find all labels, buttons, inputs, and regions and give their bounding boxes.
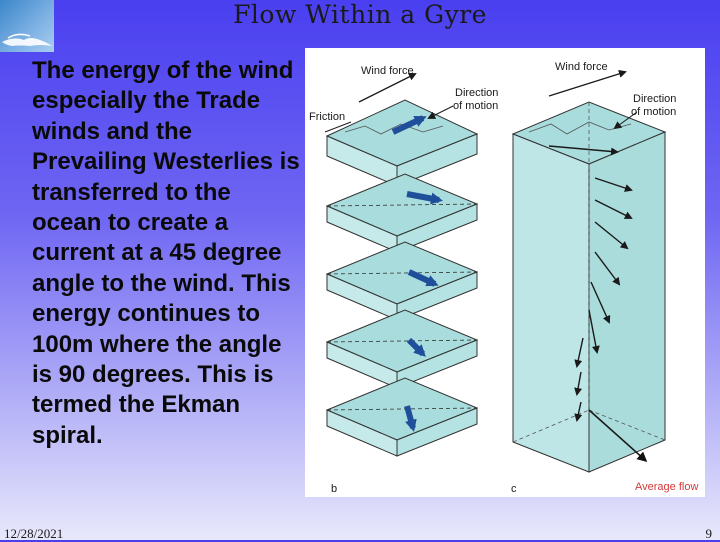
- page-number: 9: [705, 526, 713, 541]
- wind-force-arrow-b: [358, 73, 417, 103]
- water-column: [511, 101, 667, 473]
- wind-force-label-c: Wind force: [555, 61, 608, 73]
- direction-label-b-1: Direction: [455, 87, 498, 99]
- current-arrow-layer-4: [406, 337, 426, 357]
- direction-pointer-b: [427, 105, 454, 119]
- current-arrow-layer-3: [407, 269, 439, 287]
- body-text: The energy of the wind especially the Tr…: [32, 57, 300, 449]
- direction-label-c-2: of motion: [631, 106, 676, 118]
- spiral-arrow-7: [588, 309, 600, 354]
- spiral-arrow-5: [594, 251, 621, 286]
- bird-logo-icon: [2, 33, 52, 46]
- wind-force-arrow-c: [548, 69, 627, 97]
- panel-letter-b: b: [331, 483, 337, 495]
- slide-date: 12/28/2021: [4, 526, 64, 541]
- layer-4: [325, 309, 479, 389]
- direction-label-b-2: of motion: [453, 100, 498, 112]
- slide-title: Flow Within a Gyre: [233, 0, 487, 29]
- spiral-arrow-2: [594, 177, 633, 192]
- panel-letter-c: c: [511, 483, 517, 495]
- panel-b-layers: [325, 99, 479, 457]
- layer-2: [325, 173, 479, 253]
- current-arrow-layer-1: [391, 115, 427, 135]
- logo: [0, 0, 54, 52]
- spiral-arrow-3: [594, 199, 633, 219]
- layer-3: [325, 241, 479, 321]
- average-flow-arrow: [588, 409, 648, 462]
- current-arrow-layer-5: [404, 405, 417, 432]
- friction-label: Friction: [309, 111, 345, 123]
- wind-force-label-b: Wind force: [361, 65, 414, 77]
- average-flow-label: Average flow: [635, 481, 698, 493]
- spiral-arrow-8: [574, 337, 584, 368]
- current-arrow-layer-2: [406, 191, 443, 205]
- spiral-arrow-6: [590, 281, 611, 324]
- layer-1: [325, 99, 479, 187]
- spiral-arrow-1: [548, 145, 619, 156]
- ekman-spiral-figure: Wind force Direction of motion Friction …: [305, 48, 705, 497]
- spiral-arrow-4: [594, 221, 629, 250]
- direction-pointer-c: [613, 111, 638, 130]
- spiral-arrow-9: [574, 371, 583, 396]
- direction-label-c-1: Direction: [633, 93, 676, 105]
- layer-5: [325, 377, 479, 457]
- friction-pointer: [324, 121, 352, 133]
- spiral-arrow-10: [574, 401, 583, 422]
